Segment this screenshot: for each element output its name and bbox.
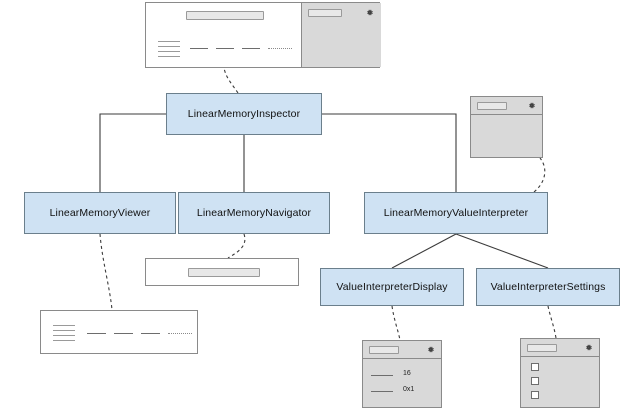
inspector-row-line (158, 56, 180, 57)
screenshot-linear-memory-navigator (145, 258, 299, 286)
panel-title-pill (527, 344, 557, 352)
viewer-row-line (53, 325, 75, 326)
node-linear-memory-navigator[interactable]: LinearMemoryNavigator (178, 192, 330, 234)
mock-titlebar (363, 341, 441, 359)
inspector-row-line (158, 51, 180, 52)
display-row-label-line (371, 375, 393, 376)
navigator-address-pill (188, 268, 260, 277)
inspector-byte-group (242, 48, 260, 49)
inspector-left-pane (146, 3, 301, 67)
mock-body (471, 115, 542, 157)
panel-title-pill (477, 102, 507, 110)
mock-titlebar (471, 97, 542, 115)
display-row-label-line (371, 391, 393, 392)
node-label: ValueInterpreterDisplay (336, 280, 448, 293)
node-linear-memory-value-interpreter[interactable]: LinearMemoryValueInterpreter (364, 192, 548, 234)
settings-checkbox[interactable] (531, 363, 539, 371)
gear-icon[interactable] (365, 8, 374, 17)
viewer-byte-group (87, 333, 106, 334)
settings-checkbox[interactable] (531, 377, 539, 385)
display-value-0: 16 (403, 370, 411, 377)
inspector-panel-pill (308, 9, 342, 17)
viewer-row-line (53, 340, 75, 341)
inspector-byte-group (216, 48, 234, 49)
screenshot-value-interpreter-settings (520, 338, 600, 408)
gear-icon[interactable] (584, 343, 593, 352)
node-value-interpreter-display[interactable]: ValueInterpreterDisplay (320, 268, 464, 306)
node-linear-memory-viewer[interactable]: LinearMemoryViewer (24, 192, 176, 234)
settings-checkbox[interactable] (531, 391, 539, 399)
inspector-row-line (158, 41, 180, 42)
node-label: ValueInterpreterSettings (490, 280, 606, 293)
inspector-ascii-dots (268, 48, 292, 49)
viewer-ascii-dots (168, 333, 192, 334)
screenshot-value-interpreter (470, 96, 543, 158)
node-label: LinearMemoryViewer (49, 206, 151, 219)
viewer-byte-group (141, 333, 160, 334)
gear-icon[interactable] (426, 345, 435, 354)
viewer-byte-group (114, 333, 133, 334)
display-value-1: 0x1 (403, 386, 415, 393)
node-value-interpreter-settings[interactable]: ValueInterpreterSettings (476, 268, 620, 306)
mock-body: 16 0x1 (363, 359, 441, 407)
viewer-row-line (53, 335, 75, 336)
viewer-row-line (53, 330, 75, 331)
mock-titlebar (521, 339, 599, 357)
node-linear-memory-inspector[interactable]: LinearMemoryInspector (166, 93, 322, 135)
inspector-byte-group (190, 48, 208, 49)
node-label: LinearMemoryInspector (187, 107, 301, 120)
screenshot-linear-memory-viewer (40, 310, 198, 354)
mock-body (521, 357, 599, 407)
node-label: LinearMemoryValueInterpreter (383, 206, 529, 219)
inspector-row-line (158, 46, 180, 47)
screenshot-value-interpreter-display: 16 0x1 (362, 340, 442, 408)
inspector-address-pill (186, 11, 264, 20)
screenshot-linear-memory-inspector (145, 2, 381, 68)
gear-icon[interactable] (527, 101, 536, 110)
panel-title-pill (369, 346, 399, 354)
node-label: LinearMemoryNavigator (196, 206, 312, 219)
inspector-right-pane (301, 3, 381, 67)
